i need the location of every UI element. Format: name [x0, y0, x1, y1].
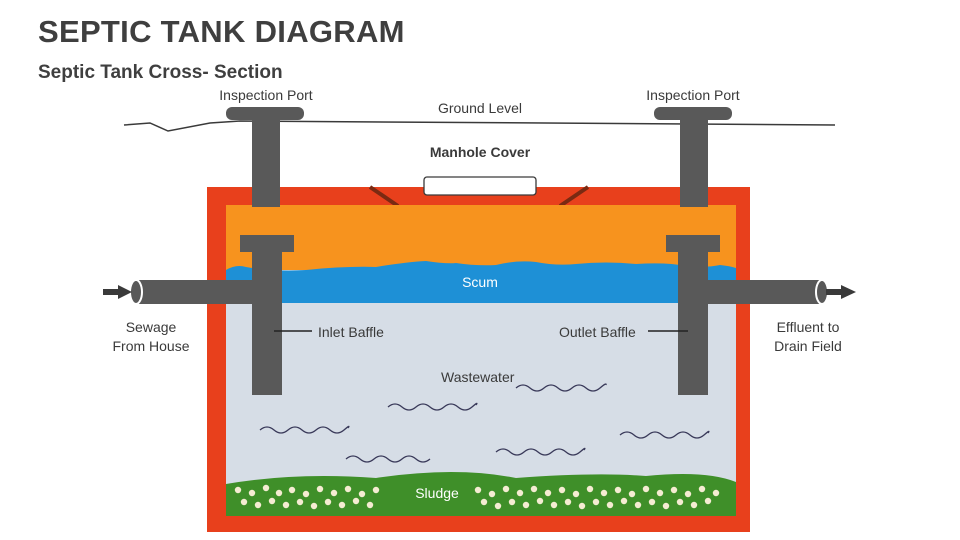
outlet-baffle: [678, 245, 708, 395]
wastewater-label: Wastewater: [441, 369, 515, 385]
sludge-particles: [234, 484, 720, 510]
manhole-cover-label: Manhole Cover: [429, 144, 531, 160]
ground-level-label: Ground Level: [437, 100, 523, 116]
scum-surface: [226, 261, 736, 303]
page-title: SEPTIC TANK DIAGRAM: [38, 14, 405, 49]
inlet-baffle: [252, 245, 282, 395]
manhole-cover: [423, 176, 537, 196]
sewage-from-house-label: Sewage From House: [96, 318, 206, 356]
scum-layer: [226, 205, 736, 270]
water-waves: [259, 383, 710, 463]
ground-level-line: [123, 120, 836, 132]
page-subtitle: Septic Tank Cross- Section: [38, 62, 283, 83]
inflow-arrow: [103, 285, 132, 299]
sewage-label-line1: Sewage: [125, 319, 177, 335]
inspection-port-left-pipe: [252, 115, 280, 207]
scum-label: Scum: [462, 274, 498, 290]
outlet-baffle-label: Outlet Baffle: [559, 324, 636, 340]
inspection-port-right-label: Inspection Port: [646, 87, 740, 103]
inlet-baffle-label: Inlet Baffle: [318, 324, 384, 340]
outflow-arrow: [826, 285, 856, 299]
sewage-label-line2: From House: [112, 338, 190, 354]
inspection-port-right-cap: [654, 107, 732, 120]
effluent-label-line1: Effluent to: [776, 319, 840, 335]
inspection-port-left-label: Inspection Port: [219, 87, 313, 103]
outlet-pipe: [706, 280, 822, 304]
inspection-port-right-pipe: [680, 115, 708, 207]
manhole-slope-right: [558, 185, 590, 208]
manhole-slope-left: [368, 185, 400, 208]
sludge-label: Sludge: [415, 485, 459, 501]
inlet-pipe: [134, 280, 254, 304]
inspection-port-left-cap: [226, 107, 304, 120]
effluent-label-line2: Drain Field: [774, 338, 842, 354]
effluent-to-drain-field-label: Effluent to Drain Field: [752, 318, 864, 356]
